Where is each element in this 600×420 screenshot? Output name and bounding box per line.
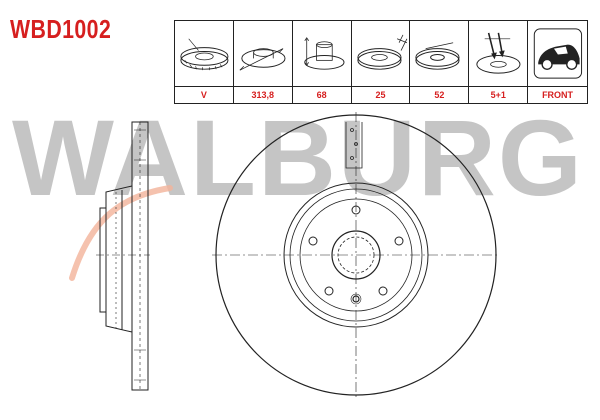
value-axle: FRONT [542, 90, 574, 100]
disc-center-bore-icon [410, 21, 470, 87]
value-bolt-holes: 5+1 [469, 87, 529, 103]
logo-swoosh [69, 185, 173, 281]
disc-type-icon [175, 21, 234, 87]
spec-table: V 313,8 68 25 52 5+1 FRONT [174, 20, 588, 104]
disc-bolt-holes-icon [469, 21, 529, 87]
brake-disc-drawing [69, 112, 500, 400]
disc-front-view [212, 112, 500, 400]
car-front-axle-icon [528, 21, 587, 87]
disc-diameter-icon [233, 21, 293, 87]
value-disc-type: V [175, 87, 234, 103]
value-center-bore: 52 [410, 87, 470, 103]
disc-thickness-icon [351, 21, 411, 87]
value-thickness: 25 [352, 87, 411, 103]
brand-watermark: WALBURG [12, 97, 584, 218]
value-height: 68 [293, 87, 352, 103]
disc-height-icon [292, 21, 352, 87]
disc-side-profile [96, 121, 150, 391]
value-diameter: 313,8 [234, 87, 293, 103]
part-code: WBD1002 [10, 14, 112, 44]
